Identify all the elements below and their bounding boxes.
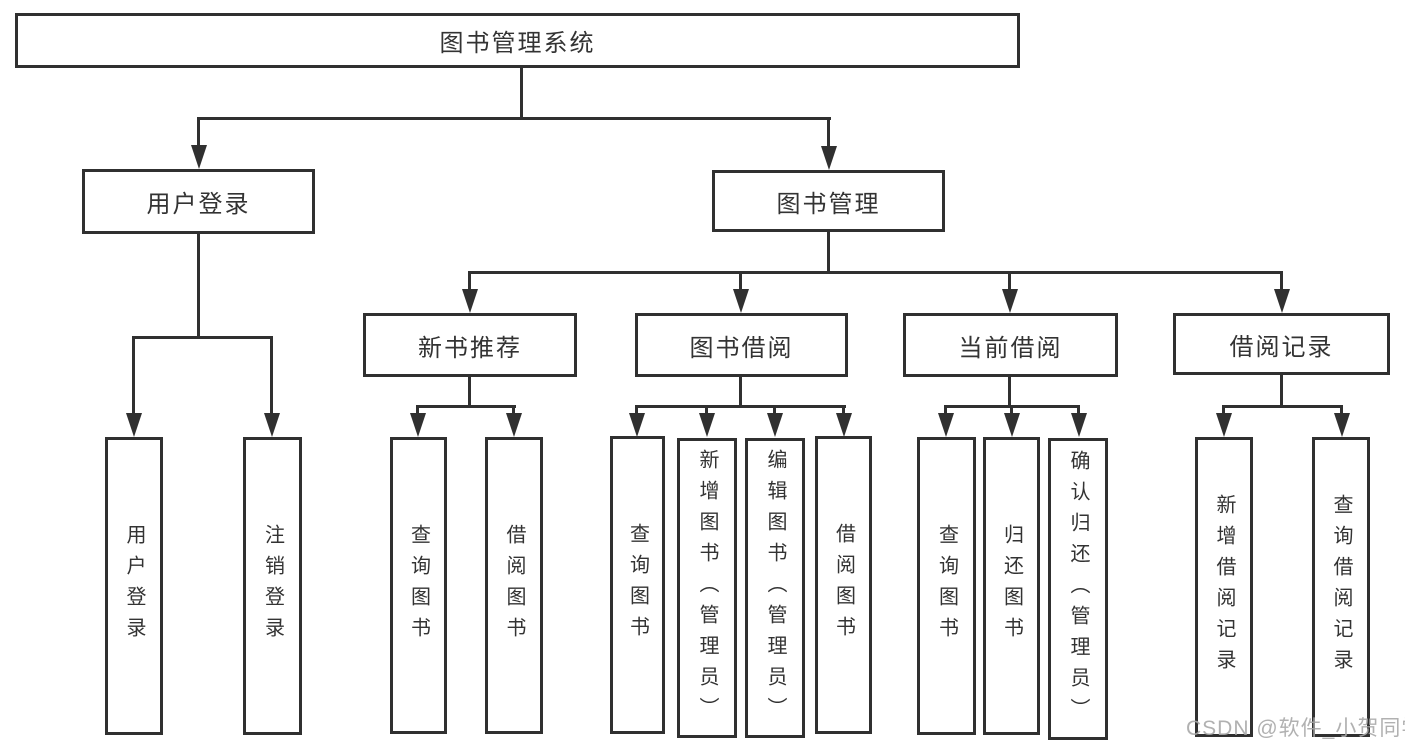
v-line [197, 117, 200, 149]
v-line [773, 405, 776, 415]
arrow-down-icon [1002, 289, 1018, 313]
v-line [468, 377, 471, 408]
h-line [1222, 405, 1343, 408]
arrow-down-icon [506, 413, 522, 437]
arrow-down-icon [1216, 413, 1232, 437]
arrow-down-icon [821, 146, 837, 170]
arrow-down-icon [733, 289, 749, 313]
node-current-borrowing: 当前借阅 [903, 313, 1118, 377]
node-borrowing-records: 借阅记录 [1173, 313, 1390, 375]
leaf-confirm-return-admin: 确认归还（管理员） [1048, 438, 1108, 740]
leaf-label: 新增图书（管理员） [696, 448, 718, 728]
arrow-down-icon [462, 289, 478, 313]
arrow-down-icon [1071, 413, 1087, 437]
node-label: 借阅记录 [1229, 333, 1334, 361]
h-line [635, 405, 846, 408]
node-label: 图书管理 [776, 190, 881, 218]
leaf-borrow-books-recommendation: 借阅图书 [485, 437, 543, 734]
arrow-down-icon [1004, 413, 1020, 437]
leaf-label: 用户登录 [123, 524, 145, 648]
v-line [520, 67, 523, 118]
v-line [1008, 271, 1011, 291]
v-line [132, 336, 135, 417]
csdn-watermark: CSDN @软件_小贺同学 [1186, 717, 1405, 740]
v-line [842, 405, 845, 415]
v-line [1077, 405, 1080, 415]
arrow-down-icon [836, 413, 852, 437]
arrow-down-icon [1274, 289, 1290, 313]
node-label: 图书管理系统 [439, 30, 596, 57]
node-label: 图书借阅 [689, 334, 794, 362]
v-line [1280, 375, 1283, 408]
v-line [1010, 405, 1013, 415]
leaf-label: 借阅图书 [832, 523, 855, 647]
v-line [827, 232, 830, 272]
leaf-query-books-recommendation: 查询图书 [390, 437, 447, 734]
v-line [827, 117, 830, 150]
arrow-down-icon [699, 413, 715, 437]
leaf-user-login: 用户登录 [105, 437, 163, 735]
v-line [739, 377, 742, 408]
leaf-label: 编辑图书（管理员） [764, 448, 786, 728]
leaf-logout: 注销登录 [243, 437, 302, 735]
leaf-label: 注销登录 [261, 524, 284, 648]
leaf-label: 查询图书 [407, 523, 430, 648]
v-line [270, 336, 273, 417]
leaf-label: 新增借阅记录 [1213, 494, 1235, 680]
arrow-down-icon [126, 413, 142, 437]
v-line [1008, 377, 1011, 408]
arrow-down-icon [410, 413, 426, 437]
leaf-label: 确认归还（管理员） [1067, 449, 1089, 729]
node-book-borrowing: 图书借阅 [635, 313, 848, 377]
node-label: 新书推荐 [418, 334, 522, 362]
leaf-query-borrowing-record: 查询借阅记录 [1312, 437, 1370, 737]
leaf-edit-books-admin: 编辑图书（管理员） [745, 438, 805, 738]
arrow-down-icon [191, 145, 207, 169]
v-line [416, 405, 419, 415]
node-user-login-branch: 用户登录 [82, 169, 315, 234]
v-line [739, 271, 742, 291]
leaf-label: 借阅图书 [503, 523, 525, 648]
v-line [197, 233, 200, 336]
v-line [1280, 271, 1283, 291]
v-line [1222, 405, 1225, 415]
leaf-label: 归还图书 [1000, 524, 1023, 648]
leaf-return-books: 归还图书 [983, 437, 1040, 735]
node-label: 当前借阅 [958, 334, 1063, 362]
leaf-query-books-current: 查询图书 [917, 437, 976, 735]
v-line [705, 405, 708, 415]
leaf-label: 查询图书 [935, 524, 958, 648]
v-line [635, 405, 638, 415]
leaf-add-books-admin: 新增图书（管理员） [677, 438, 737, 738]
arrow-down-icon [767, 413, 783, 437]
arrow-down-icon [629, 413, 645, 437]
node-label: 用户登录 [146, 191, 251, 218]
h-line [133, 336, 273, 339]
node-new-book-recommendation: 新书推荐 [363, 313, 577, 377]
h-line [468, 271, 1283, 274]
v-line [468, 271, 471, 291]
v-line [944, 405, 947, 415]
leaf-query-books-borrowing: 查询图书 [610, 436, 665, 734]
node-book-management-branch: 图书管理 [712, 170, 945, 232]
arrow-down-icon [938, 413, 954, 437]
leaf-label: 查询图书 [626, 523, 649, 647]
leaf-add-borrowing-record: 新增借阅记录 [1195, 437, 1253, 737]
arrow-down-icon [264, 413, 280, 437]
leaf-borrow-books-borrowing: 借阅图书 [815, 436, 872, 734]
v-line [512, 405, 515, 415]
leaf-label: 查询借阅记录 [1330, 494, 1352, 680]
h-line [198, 117, 831, 120]
v-line [1340, 405, 1343, 415]
arrow-down-icon [1334, 413, 1350, 437]
node-root-library-management-system: 图书管理系统 [15, 13, 1020, 68]
h-line [416, 405, 516, 408]
